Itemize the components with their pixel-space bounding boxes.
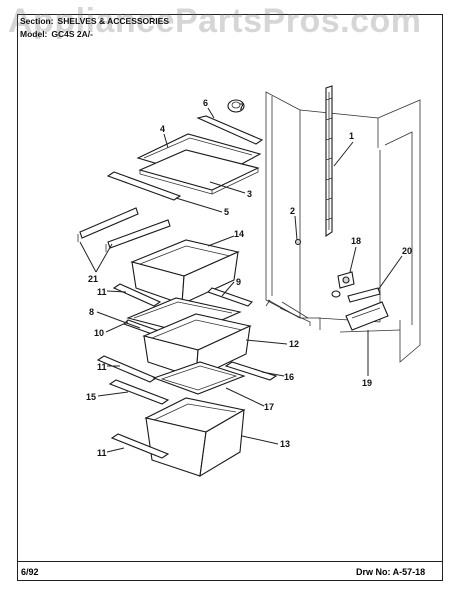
callout-10: 10 [94, 328, 104, 338]
leader-lines [79, 107, 403, 453]
cabinet-outline [265, 91, 421, 363]
part-11-runner-top [112, 283, 162, 307]
part-9-runner [206, 287, 254, 307]
callout-20: 20 [402, 246, 412, 256]
callout-17: 17 [264, 402, 274, 412]
model-label: Model: [20, 29, 48, 39]
part-1-shelf-rail [325, 85, 333, 238]
callout-1: 1 [349, 131, 354, 141]
part-6-trim-strip [196, 115, 264, 145]
callout-11-top: 11 [97, 287, 107, 297]
part-5-support-rail [106, 171, 182, 201]
section-value: SHELVES & ACCESSORIES [57, 16, 169, 26]
diagram-header: Section:SHELVES & ACCESSORIES Model:GC4S… [20, 15, 169, 41]
section-line: Section:SHELVES & ACCESSORIES [20, 15, 169, 28]
callout-6: 6 [203, 98, 208, 108]
callout-13: 13 [280, 439, 290, 449]
part-13-crisper-pan-lower [144, 397, 246, 478]
model-value: GC4S 2A/- [51, 29, 93, 39]
part-21-side-rails [77, 207, 171, 252]
callout-18: 18 [351, 236, 361, 246]
footer-divider [18, 561, 442, 562]
revision-date: 6/92 [21, 567, 39, 577]
part-15-runner [108, 379, 170, 405]
part-2-screw [294, 238, 302, 246]
callout-12: 12 [289, 339, 299, 349]
part-14-crisper-pan-upper [130, 239, 240, 305]
callout-2: 2 [290, 206, 295, 216]
part-17-slide-frame [152, 361, 246, 395]
callout-11-middle: 11 [97, 362, 107, 372]
callout-8: 8 [89, 307, 94, 317]
callout-labels: 1 2 3 4 5 6 7 8 9 10 11 11 11 12 13 14 1… [86, 98, 412, 458]
part-3-shelf-frame [138, 149, 260, 195]
callout-14: 14 [234, 229, 244, 239]
callout-4: 4 [160, 124, 165, 134]
callout-9: 9 [236, 277, 241, 287]
part-18-light-socket [331, 271, 355, 298]
callout-16: 16 [284, 372, 294, 382]
model-line: Model:GC4S 2A/- [20, 28, 169, 41]
callout-11-bottom: 11 [97, 448, 107, 458]
part-20-light-bracket [347, 287, 381, 303]
callout-21: 21 [88, 274, 98, 284]
section-label: Section: [20, 16, 54, 26]
drawing-number: Drw No: A-57-18 [356, 567, 426, 577]
callout-19: 19 [362, 378, 372, 388]
callout-7: 7 [239, 102, 244, 112]
callout-3: 3 [247, 189, 252, 199]
callout-15: 15 [86, 392, 96, 402]
callout-5: 5 [224, 207, 229, 217]
part-11-runner-bottom [110, 433, 170, 459]
part-19-light-shield [345, 301, 389, 331]
part-16-runner [224, 361, 278, 381]
part-7-cap [227, 99, 245, 113]
